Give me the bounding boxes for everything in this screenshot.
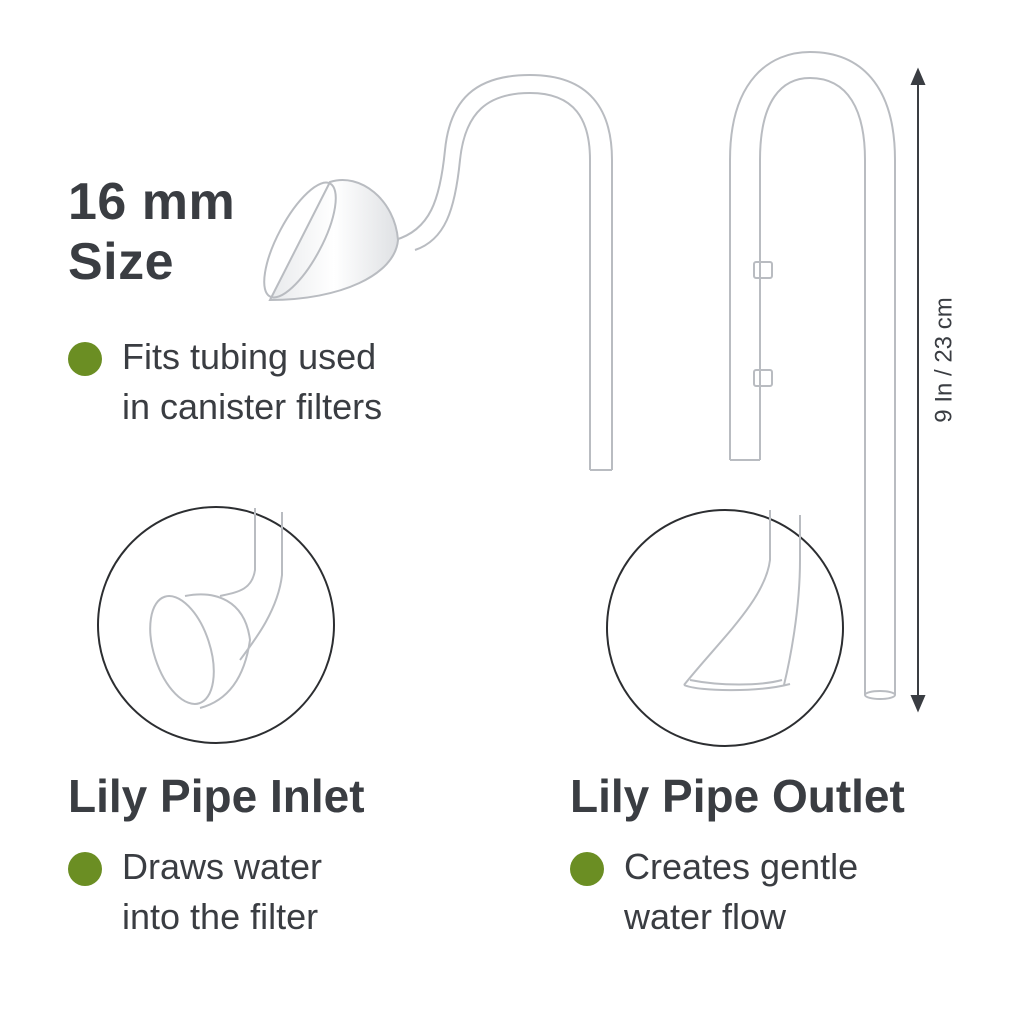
outlet-pipe-image <box>729 50 896 700</box>
inlet-bullet-line1: Draws water <box>122 846 323 887</box>
size-headline: 16 mm Size <box>68 172 235 292</box>
dimension-label: 9 In / 23 cm <box>930 297 958 423</box>
inlet-pipe-image <box>263 73 613 471</box>
dimension-label-wrap: 9 In / 23 cm <box>870 297 1020 422</box>
outlet-title: Lily Pipe Outlet <box>570 770 905 822</box>
inlet-bullet: Draws water into the filter <box>68 842 322 942</box>
dimension-arrow-icon <box>910 67 926 713</box>
bullet-dot-icon <box>570 852 604 886</box>
inlet-detail-circle <box>97 506 335 744</box>
outlet-bullet-line1: Creates gentle <box>624 846 859 887</box>
inlet-title: Lily Pipe Inlet <box>68 770 365 822</box>
size-headline-line1: 16 mm <box>68 173 236 231</box>
outlet-bullet: Creates gentle water flow <box>570 842 858 942</box>
fit-bullet-text: Fits tubing used in canister filters <box>122 332 382 432</box>
fit-bullet: Fits tubing used in canister filters <box>68 332 382 432</box>
bullet-dot-icon <box>68 852 102 886</box>
fit-bullet-line1: Fits tubing used <box>122 336 377 377</box>
fit-bullet-line2: in canister filters <box>122 386 383 427</box>
size-headline-line2: Size <box>68 233 175 291</box>
outlet-bullet-text: Creates gentle water flow <box>624 842 858 942</box>
bullet-dot-icon <box>68 342 102 376</box>
outlet-detail-circle <box>606 509 844 747</box>
inlet-bullet-text: Draws water into the filter <box>122 842 322 942</box>
inlet-bullet-line2: into the filter <box>122 896 319 937</box>
outlet-bullet-line2: water flow <box>624 896 787 937</box>
